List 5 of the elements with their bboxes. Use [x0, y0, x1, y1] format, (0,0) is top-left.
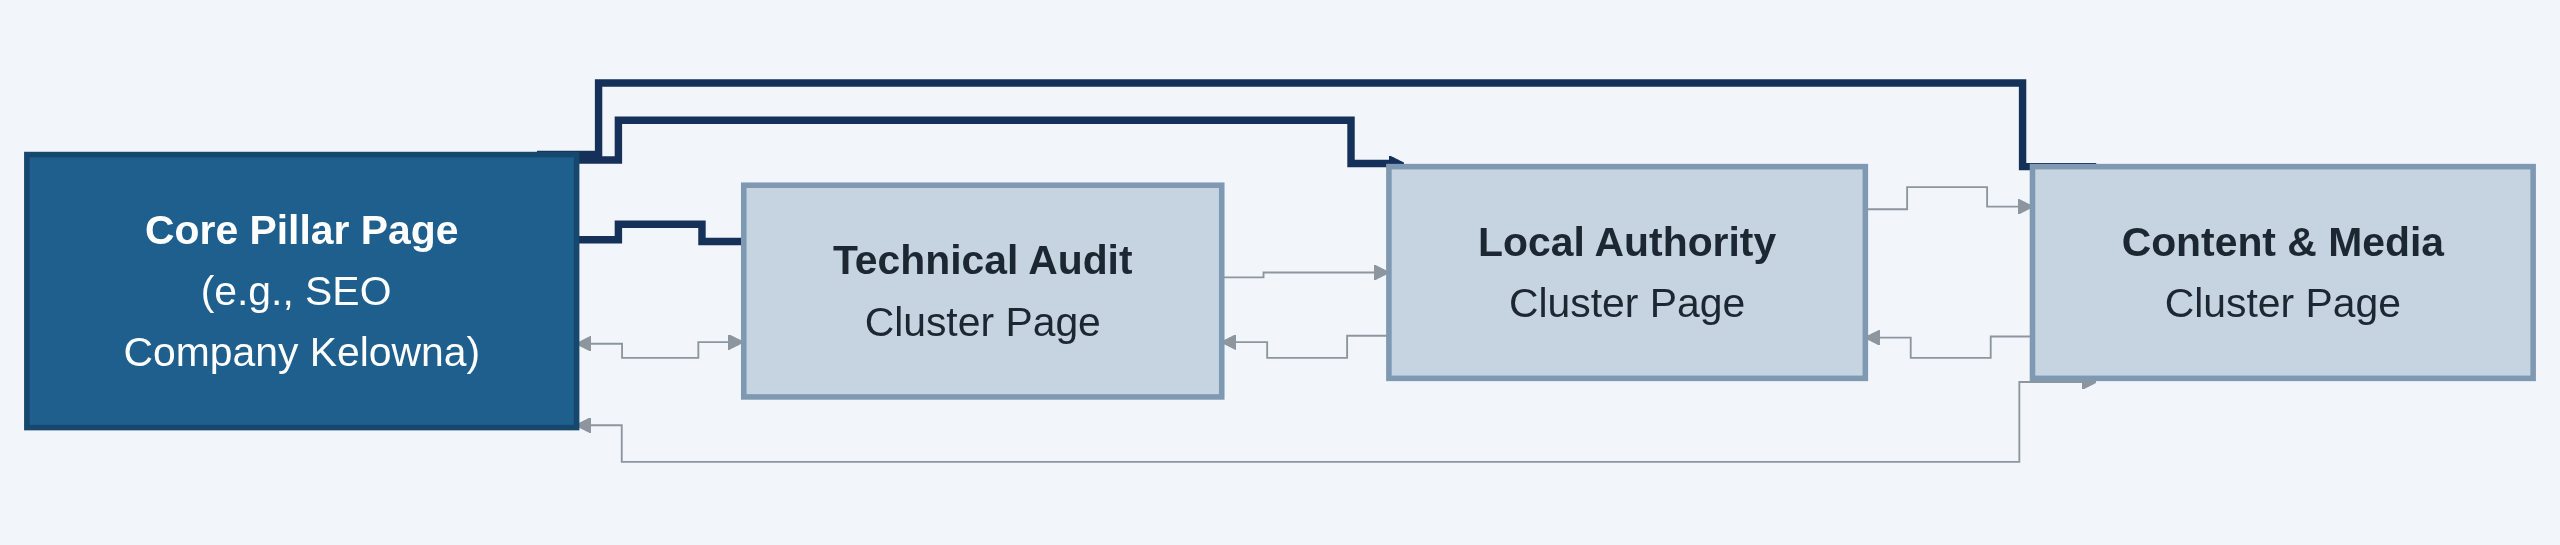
node-box: Content & Media Cluster Page — [2029, 163, 2536, 382]
node-box: Core Pillar Page (e.g., SEO Company Kelowna) — [24, 151, 580, 431]
node-box: Technical Audit Cluster Page — [740, 182, 1225, 400]
connector — [576, 220, 744, 246]
node-box: Local Authority Cluster Page — [1386, 163, 1869, 382]
